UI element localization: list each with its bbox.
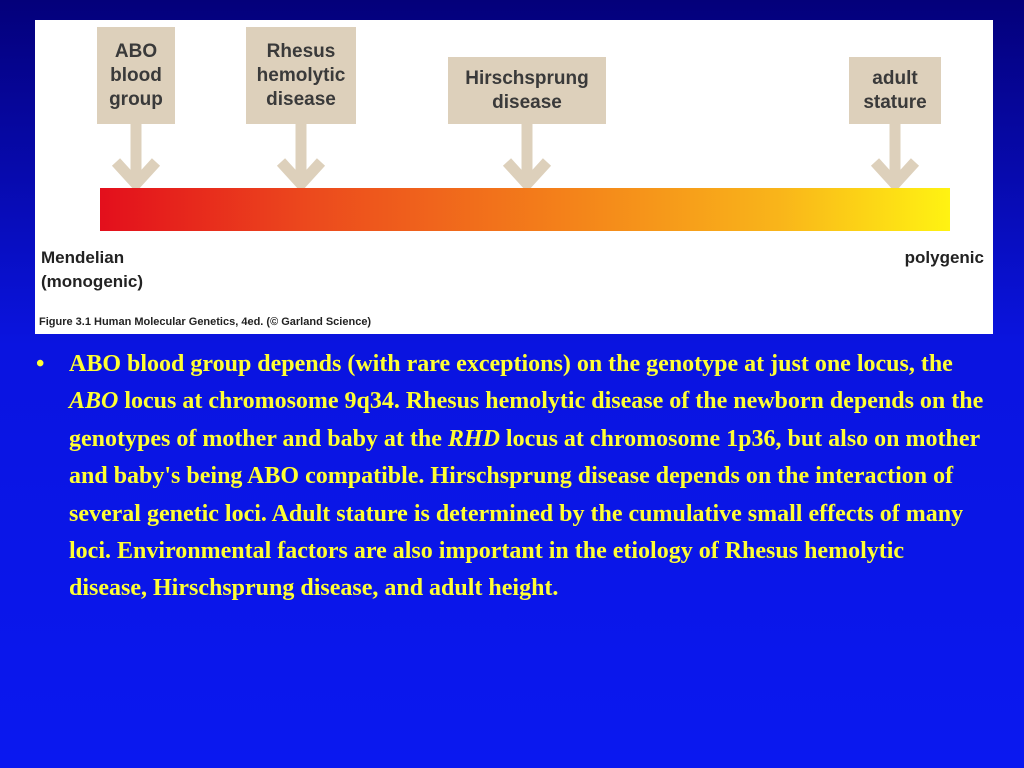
abo-gene-italic: ABO bbox=[69, 388, 119, 415]
figure-caption: Figure 3.1 Human Molecular Genetics, 4ed… bbox=[39, 316, 372, 328]
down-arrow-icon bbox=[502, 124, 552, 190]
mendelian-monogenic-label: Mendelian (monogenic) bbox=[41, 248, 143, 291]
rhd-gene-italic: RHD bbox=[447, 425, 500, 452]
bullet-marker: • bbox=[36, 351, 45, 377]
label-rhesus-hemolytic-disease: Rhesus hemolytic disease bbox=[246, 27, 356, 124]
label-hirschsprung-disease: Hirschsprung disease bbox=[448, 57, 606, 124]
explanation-bullet: • ABO blood group depends (with rare exc… bbox=[36, 346, 986, 608]
mendelian-polygenic-spectrum-bar bbox=[100, 188, 950, 231]
polygenic-label: polygenic bbox=[904, 248, 984, 267]
label-abo-blood-group: ABO blood group bbox=[97, 27, 175, 124]
bullet-text: ABO blood group depends (with rare excep… bbox=[69, 351, 984, 602]
down-arrow-icon bbox=[111, 124, 161, 190]
figure-panel: ABO blood group Rhesus hemolytic disease… bbox=[35, 20, 993, 334]
label-adult-stature: adult stature bbox=[849, 57, 941, 124]
down-arrow-icon bbox=[870, 124, 920, 190]
down-arrow-icon bbox=[276, 124, 326, 190]
